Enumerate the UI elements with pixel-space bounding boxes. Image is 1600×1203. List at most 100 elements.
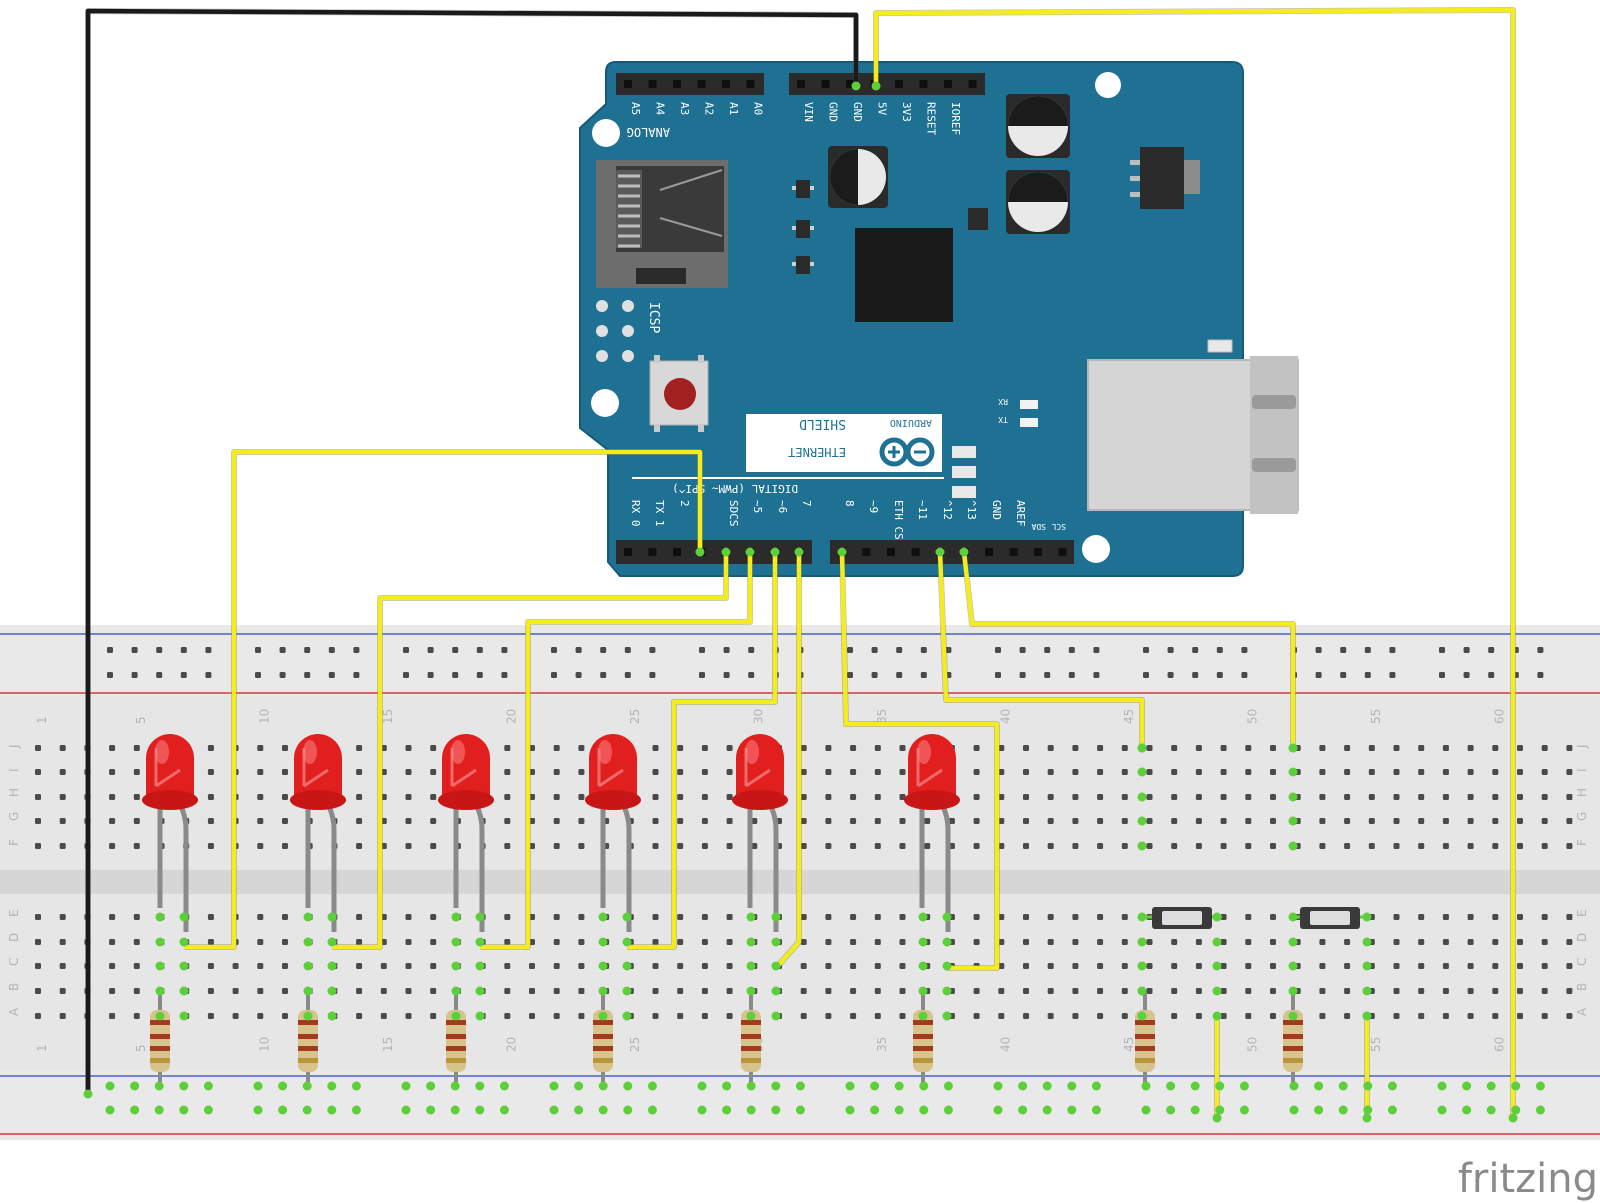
signal-wire-pin8 xyxy=(839,551,1000,971)
signal-wire-pin6 xyxy=(627,552,778,950)
row-letter: J xyxy=(1575,744,1589,749)
analog-pin-label: A3 xyxy=(678,102,691,115)
logo-line1: ETHERNET xyxy=(788,445,846,459)
column-number-top: 20 xyxy=(504,709,518,724)
row-letter: C xyxy=(1575,958,1589,966)
column-number-top: 40 xyxy=(998,709,1012,724)
icsp-label: ICSP xyxy=(646,302,661,333)
rj45-jack xyxy=(1087,339,1299,514)
row-letter: E xyxy=(1575,909,1589,917)
power-pin-label: RESET xyxy=(925,102,938,135)
column-number-bottom: 45 xyxy=(1122,1037,1136,1052)
fritzing-watermark: fritzing xyxy=(1458,1156,1598,1202)
voltage-regulator xyxy=(1130,147,1200,209)
power-pin-label: IOREF xyxy=(949,102,962,135)
analog-header xyxy=(616,73,764,95)
signal-wire-pin13 xyxy=(961,551,1296,748)
logo-line2: SHIELD xyxy=(799,416,846,431)
row-letter: J xyxy=(7,744,21,749)
column-number-bottom: 20 xyxy=(504,1037,518,1052)
ethernet-chip xyxy=(855,228,953,322)
row-letter: E xyxy=(7,909,21,917)
status-leds xyxy=(952,446,976,498)
column-number-bottom: 15 xyxy=(381,1037,395,1052)
power-wire-5v xyxy=(873,7,1516,1118)
digital-header-high xyxy=(830,540,1074,564)
capacitor xyxy=(1006,94,1070,158)
row-letter: B xyxy=(7,983,21,991)
column-number-top: 15 xyxy=(381,709,395,724)
analog-pin-label: A1 xyxy=(727,102,740,115)
column-number-top: 50 xyxy=(1245,709,1259,724)
digital-pin-label: AREF xyxy=(1014,500,1027,527)
resistor xyxy=(593,992,613,1086)
resistor xyxy=(741,992,761,1086)
mount-hole xyxy=(591,389,619,417)
resistor xyxy=(913,992,933,1086)
led xyxy=(142,734,198,932)
power-header xyxy=(789,73,985,95)
capacitor xyxy=(828,146,888,208)
pushbutton xyxy=(1290,907,1370,929)
tx-led-label: TX xyxy=(998,415,1008,424)
sd-card-slot xyxy=(596,160,728,288)
column-number-top: 60 xyxy=(1492,709,1506,724)
power-pin-label: GND xyxy=(851,102,864,122)
column-number-bottom: 1 xyxy=(35,1044,49,1052)
power-pin-label: GND xyxy=(827,102,840,122)
logo-small: ARDUINO xyxy=(890,417,932,428)
row-letter: C xyxy=(7,958,21,966)
led xyxy=(438,734,494,932)
digital-label: DIGITAL (PWM~ SPI^) xyxy=(672,482,798,495)
column-number-bottom: 55 xyxy=(1369,1037,1383,1052)
digital-pin-label: ~9 xyxy=(867,500,880,513)
smd-components xyxy=(796,180,988,274)
reset-button xyxy=(649,355,709,432)
row-letter: D xyxy=(7,933,21,942)
digital-pin-label: SDCS xyxy=(727,500,740,527)
row-letter: F xyxy=(1575,839,1589,846)
resistor xyxy=(446,992,466,1086)
digital-pin-label: TX 1 xyxy=(653,500,666,527)
digital-pin-label: ~6 xyxy=(776,500,789,513)
signal-wire-sdcs xyxy=(332,552,729,950)
column-number-top: 25 xyxy=(628,709,642,724)
digital-pin-label: SDA xyxy=(1031,522,1046,531)
digital-pin-label: 8 xyxy=(843,500,856,507)
capacitor xyxy=(1006,170,1070,234)
column-number-bottom: 10 xyxy=(257,1037,271,1052)
row-letter: F xyxy=(7,839,21,846)
column-number-top: 1 xyxy=(35,716,49,724)
row-letter: G xyxy=(7,812,21,821)
led xyxy=(732,734,788,932)
rx-led xyxy=(1020,400,1038,409)
signal-wire-pin7 xyxy=(774,552,802,970)
resistor xyxy=(150,992,170,1086)
column-number-top: 5 xyxy=(134,716,148,724)
resistor xyxy=(1283,992,1303,1086)
column-number-bottom: 35 xyxy=(875,1037,889,1052)
led xyxy=(904,734,960,932)
power-pin-label: VIN xyxy=(802,102,815,122)
row-letter: H xyxy=(1575,788,1589,797)
row-letter: I xyxy=(1575,768,1589,772)
row-letter: A xyxy=(1575,1007,1589,1016)
power-pin-label: 3V3 xyxy=(900,102,913,122)
resistor xyxy=(298,992,318,1086)
ground-wire xyxy=(85,8,859,1094)
digital-pin-label: ETH CS xyxy=(892,500,905,540)
rx-led-label: RX xyxy=(998,397,1008,406)
led xyxy=(290,734,346,932)
signal-wire-pin2 xyxy=(184,449,703,950)
row-letter: B xyxy=(1575,983,1589,991)
column-number-top: 10 xyxy=(257,709,271,724)
column-number-bottom: 50 xyxy=(1245,1037,1259,1052)
column-number-top: 30 xyxy=(751,709,765,724)
digital-header-low xyxy=(616,540,812,564)
analog-pin-label: A0 xyxy=(752,102,765,115)
analog-pin-label: A2 xyxy=(703,102,716,115)
resistor xyxy=(1135,992,1155,1086)
digital-pin-label: 2 xyxy=(678,500,691,507)
